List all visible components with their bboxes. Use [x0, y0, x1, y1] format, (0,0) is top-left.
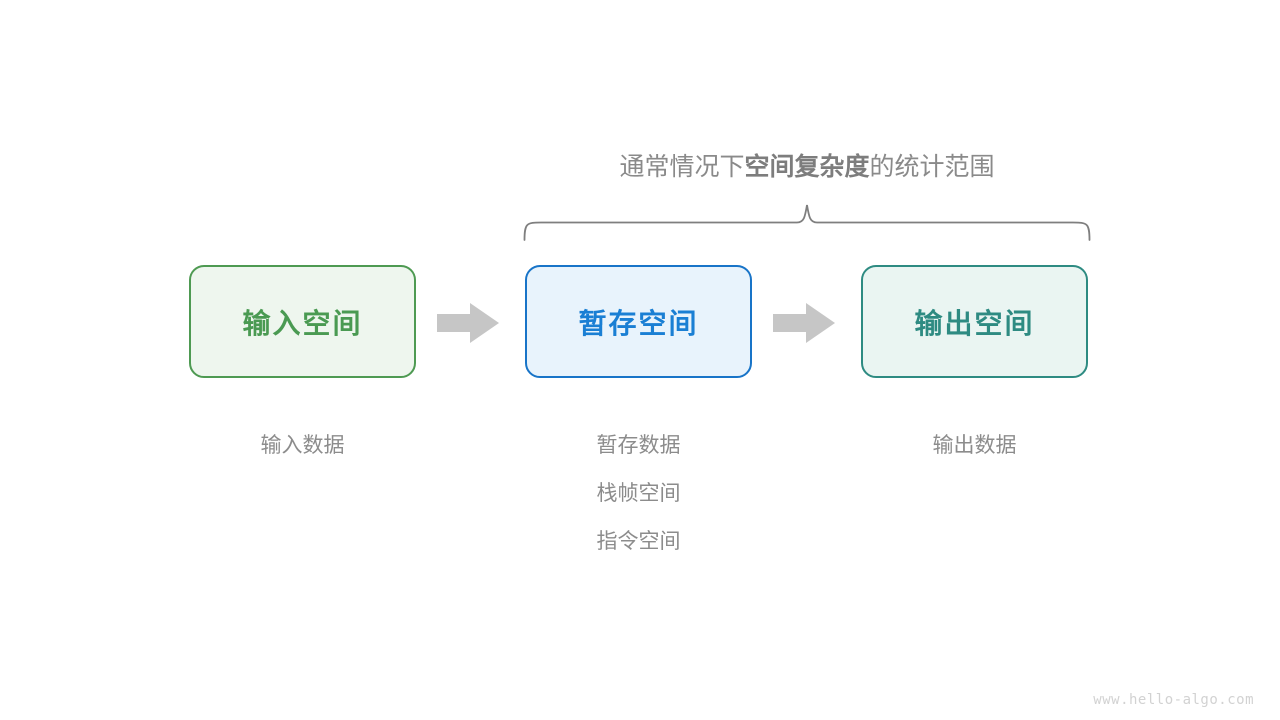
sublabel-item: 栈帧空间 [596, 482, 681, 505]
arrow-input-to-temp [437, 303, 499, 343]
stage-box-output-label: 输出空间 [914, 307, 1035, 339]
sublabel-item: 指令空间 [596, 530, 681, 553]
block-arrow-right-icon [437, 303, 499, 343]
watermark: www.hello-algo.com [1093, 692, 1254, 708]
scope-title-suffix: 的统计范围 [869, 153, 995, 181]
scope-brace [514, 195, 1100, 250]
scope-annotation-title: 通常情况下空间复杂度的统计范围 [619, 147, 994, 183]
arrow-temp-to-output [773, 303, 835, 343]
sublabel-item: 输出数据 [932, 434, 1017, 457]
stage-box-input[interactable]: 输入空间 [189, 265, 416, 378]
stage-box-temp-label: 暂存空间 [578, 307, 699, 339]
curly-brace-icon [523, 204, 1091, 241]
block-arrow-right-icon [773, 303, 835, 343]
stage-box-input-label: 输入空间 [242, 307, 363, 339]
sublabel-item: 暂存数据 [596, 434, 681, 457]
sublabel-group-output: 输出数据 [861, 422, 1088, 470]
scope-title-emphasis: 空间复杂度 [744, 153, 870, 181]
sublabel-item: 输入数据 [260, 434, 345, 457]
scope-title-prefix: 通常情况下 [619, 153, 745, 181]
stage-box-temp[interactable]: 暂存空间 [525, 265, 752, 378]
stage-box-output[interactable]: 输出空间 [861, 265, 1088, 378]
sublabel-group-input: 输入数据 [189, 422, 416, 470]
sublabel-group-temp: 暂存数据 栈帧空间 指令空间 [525, 422, 752, 566]
